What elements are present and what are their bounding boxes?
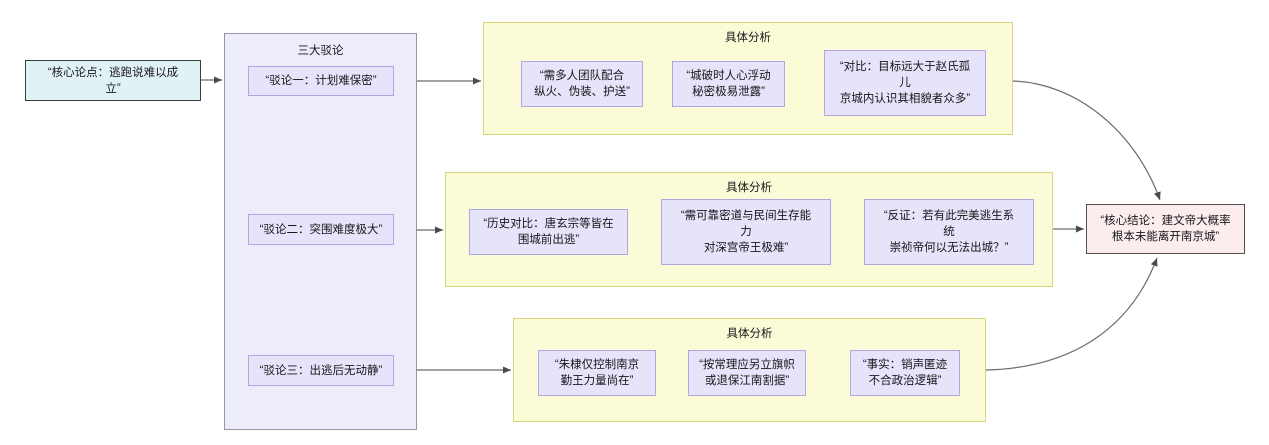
analysis-3-item-3[interactable]: “事实：销声匿迹 不合政治逻辑”	[850, 350, 960, 396]
analysis-3-item-1[interactable]: “朱棣仅控制南京 勤王力量尚在”	[538, 350, 656, 396]
thesis-node-3[interactable]: “驳论三：出逃后无动静”	[248, 355, 394, 386]
analysis-cluster-2-title: 具体分析	[726, 182, 772, 194]
analysis-2-item-2[interactable]: “需可靠密道与民间生存能 力 对深宫帝王极难”	[661, 199, 831, 265]
analysis-3-item-2[interactable]: “按常理应另立旗帜 或退保江南割据”	[688, 350, 806, 396]
conclusion-node[interactable]: “核心结论：建文帝大概率 根本未能离开南京城”	[1086, 204, 1245, 254]
analysis-1-item-1[interactable]: “需多人团队配合 纵火、伪装、护送”	[521, 61, 643, 107]
analysis-2-item-3[interactable]: “反证：若有此完美逃生系 统 崇祯帝何以无法出城？”	[864, 199, 1034, 265]
thesis-node-2[interactable]: “驳论二：突围难度极大”	[248, 214, 394, 245]
analysis-cluster-3-title: 具体分析	[726, 328, 773, 340]
outer-cluster-title: 三大驳论	[297, 45, 344, 57]
start-node[interactable]: “核心论点：逃跑说难以成 立”	[25, 60, 201, 101]
analysis-2-item-1[interactable]: “历史对比：唐玄宗等皆在 围城前出逃”	[469, 209, 628, 255]
analysis-1-item-3[interactable]: “对比：目标远大于赵氏孤 儿 京城内认识其相貌者众多”	[824, 50, 986, 116]
thesis-node-1[interactable]: “驳论一：计划难保密”	[248, 66, 394, 96]
analysis-1-item-2[interactable]: “城破时人心浮动 秘密极易泄露”	[672, 61, 785, 107]
analysis-cluster-1-title: 具体分析	[725, 32, 771, 44]
